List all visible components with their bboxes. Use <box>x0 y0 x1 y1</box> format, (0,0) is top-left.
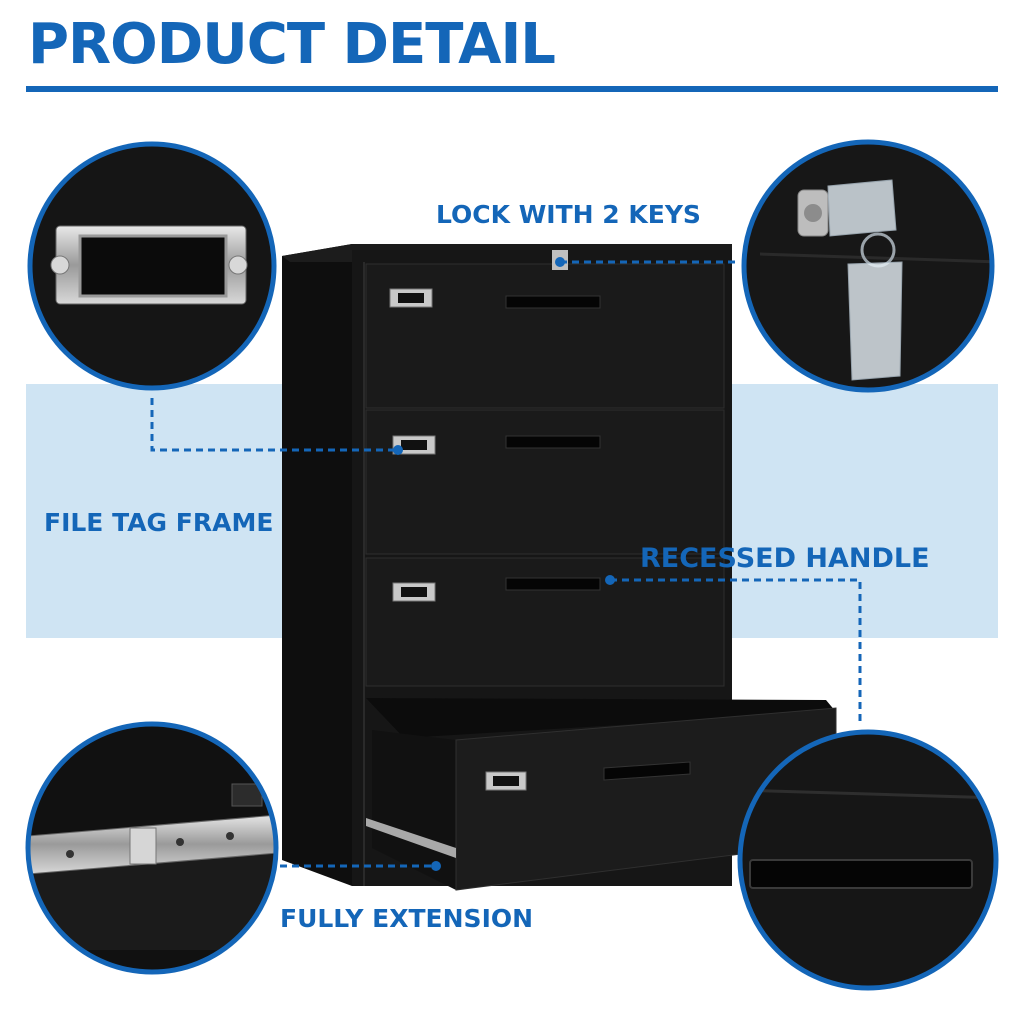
drawer-slide-zoom <box>25 721 279 975</box>
file-tag-frame-zoom <box>27 141 277 391</box>
page-title: PRODUCT DETAIL <box>28 12 556 77</box>
callout-file-tag-frame: FILE TAG FRAME <box>44 508 274 537</box>
file-cabinet <box>282 244 837 891</box>
leader-lines <box>150 260 862 868</box>
drawer-3 <box>365 557 725 687</box>
lock-keys-zoom <box>741 139 995 393</box>
drawer-1 <box>365 250 725 409</box>
recessed-handle-zoom <box>737 729 999 991</box>
callout-recessed-handle: RECESSED HANDLE <box>640 543 930 574</box>
callout-fully-extension: FULLY EXTENSION <box>280 904 534 933</box>
callout-lock-with-keys: LOCK WITH 2 KEYS <box>436 200 701 229</box>
drawer-2 <box>365 409 725 555</box>
title-divider <box>26 86 998 92</box>
